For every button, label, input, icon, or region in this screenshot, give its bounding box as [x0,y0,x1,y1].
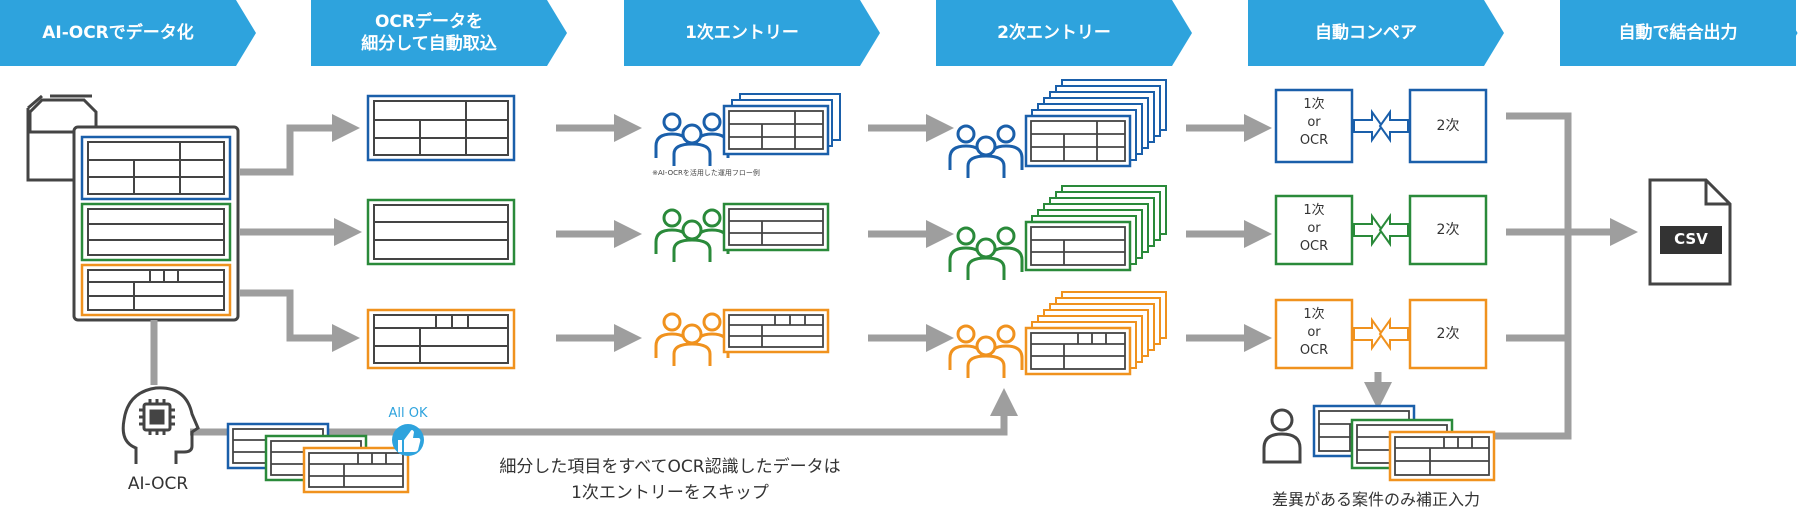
table-icon [366,308,516,370]
table-icon [80,202,232,262]
ai-head-icon [121,386,200,464]
table-icon [722,93,841,156]
table-icon [80,263,232,317]
people-group-icon [948,324,1024,378]
all-ok-label: All OK [388,406,428,421]
table-icon [722,202,830,252]
table-icon [366,94,516,162]
stacked-tables-icon [1024,291,1167,376]
ai-ocr-label: AI-OCR [127,474,189,494]
stacked-tables-icon [1024,185,1167,272]
compare-second-label: 2次 [1436,118,1460,134]
table-icon [722,308,830,354]
people-group-icon [654,112,730,166]
csv-file-icon [1648,178,1732,286]
people-group-icon [948,226,1024,280]
connector-arrows [556,112,1638,440]
compare-second-label: 2次 [1436,222,1460,238]
stacked-tables-icon [1024,79,1167,168]
csv-label: CSV [1674,230,1708,248]
stage-label: 1次エントリー [685,23,799,43]
note-text: ※AI-OCRを活用した運用フロー例 [652,169,760,177]
compare-box-green [1274,194,1488,266]
compare-first-label: 1次 or OCR [1299,97,1329,148]
stage-label: 2次エントリー [997,23,1111,43]
stage-label: 自動コンペア [1315,23,1417,43]
table-icon [80,135,232,201]
person-icon [1262,408,1302,464]
table-icon [302,446,410,494]
compare-second-label: 2次 [1436,326,1460,342]
compare-first-label: 1次 or OCR [1299,307,1329,358]
table-icon [366,198,516,266]
connector-arrows [150,114,1018,436]
thumbs-up-icon [392,424,424,456]
skip-explanation: 細分した項目をすべてOCR認識したデータは 1次エントリーをスキップ [499,457,841,503]
stage-label: 自動で結合出力 [1618,23,1738,43]
compare-box-blue [1274,88,1488,164]
table-icon [1388,430,1496,482]
people-group-icon [654,312,730,366]
people-group-icon [948,124,1024,178]
stage-label: AI-OCRでデータ化 [42,23,194,43]
compare-first-label: 1次 or OCR [1299,203,1329,254]
people-group-icon [654,208,730,262]
stage-label: OCRデータを 細分して自動取込 [361,12,497,54]
compare-arrows-icon [1353,108,1409,352]
compare-box-orange [1274,298,1488,370]
manual-fix-label: 差異がある案件のみ補正入力 [1271,490,1480,509]
